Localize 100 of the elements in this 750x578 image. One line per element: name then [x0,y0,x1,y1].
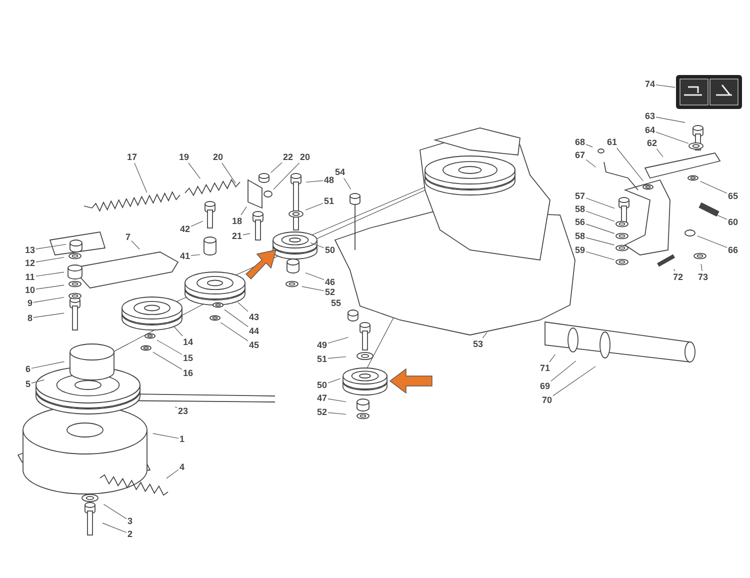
callout-number: 45 [249,340,259,350]
leader-line [343,178,352,190]
leader-line [550,360,576,382]
leader-line [33,296,64,303]
callout-number: 23 [178,406,188,416]
leader-line [616,148,644,182]
callout-number: 74 [645,79,655,89]
callout-number: 52 [317,407,327,417]
leader-line [174,406,178,408]
leader-line [716,214,728,220]
leader-line [328,412,346,415]
callout-number: 65 [728,191,738,201]
callout-number: 50 [325,245,335,255]
callout-number: 54 [335,167,345,177]
leader-line [586,224,615,234]
callout-number: 13 [25,245,35,255]
callout-number: 2 [128,529,132,539]
leader-line [552,366,596,396]
leader-line [656,132,689,144]
callout-number: 46 [325,277,335,287]
leader-line [238,302,248,312]
callout-number: 47 [317,393,327,403]
leader-line [656,84,676,88]
callout-number: 73 [698,272,708,282]
leader-line [36,256,64,262]
callout-number: 19 [179,152,189,162]
callout-number: 51 [324,196,334,206]
leader-line [152,352,182,370]
leader-line [700,264,702,272]
callout-number: 72 [673,272,683,282]
leader-line [328,336,349,344]
leader-line [673,268,676,272]
leader-line [586,237,615,246]
leader-line [549,354,556,362]
leader-line [305,202,324,210]
callout-number: 67 [575,150,585,160]
callout-number: 58 [575,204,585,214]
leader-line [700,180,728,194]
callout-number: 49 [317,340,327,350]
callout-number: 16 [183,368,193,378]
callout-number: 51 [317,354,327,364]
callout-number: 10 [25,285,35,295]
leader-line [328,398,346,402]
callout-number: 57 [575,191,585,201]
callout-number: 68 [575,137,585,147]
leader-line [190,254,200,256]
callout-number: 55 [331,298,341,308]
callout-number: 53 [473,339,483,349]
leader-line [328,378,341,384]
callout-number: 44 [249,326,259,336]
leader-line [222,162,236,184]
callout-number: 59 [575,245,585,255]
leader-line [36,284,64,290]
leader-line [240,206,247,216]
callout-number: 22 [283,152,293,162]
callout-number: 8 [28,313,32,323]
callout-number: 64 [645,125,655,135]
callout-number: 5 [26,379,30,389]
leader-line [31,380,45,384]
callout-number: 1 [180,434,184,444]
leader-line [656,116,686,123]
leader-line [273,162,300,190]
leader-line [36,244,66,250]
leader-line [270,162,282,173]
leader-line [242,233,250,236]
leader-line [166,469,179,479]
callout-number: 52 [325,287,335,297]
leader-line [35,272,64,277]
callout-number: 71 [540,363,550,373]
callout-number: 4 [180,462,184,472]
callout-number: 17 [127,152,137,162]
callout-number: 43 [249,312,259,322]
callout-number: 18 [232,216,242,226]
leader-line [102,522,127,533]
callout-number: 50 [317,380,327,390]
leader-line [586,144,593,148]
leader-line [305,272,324,280]
callout-number: 11 [25,272,35,282]
callout-number: 21 [232,231,242,241]
callout-number: 60 [728,217,738,227]
callout-number: 14 [183,337,193,347]
callout-number: 15 [183,353,193,363]
leader-line [33,312,64,318]
leader-line [586,210,615,222]
callout-number: 62 [647,138,657,148]
leader-line [328,356,346,359]
callout-number: 3 [128,516,132,526]
callout-number: 56 [575,217,585,227]
callout-number: 66 [728,245,738,255]
leader-line [31,361,65,369]
leader-line [586,159,596,168]
leader-line [173,326,183,336]
callout-number: 42 [180,224,190,234]
leader-line [586,251,615,260]
leader-line [302,286,324,292]
leader-line [156,340,182,355]
leader-line [482,332,488,338]
callout-number: 12 [25,258,35,268]
leader-line [310,242,324,248]
callout-number: 61 [607,137,617,147]
